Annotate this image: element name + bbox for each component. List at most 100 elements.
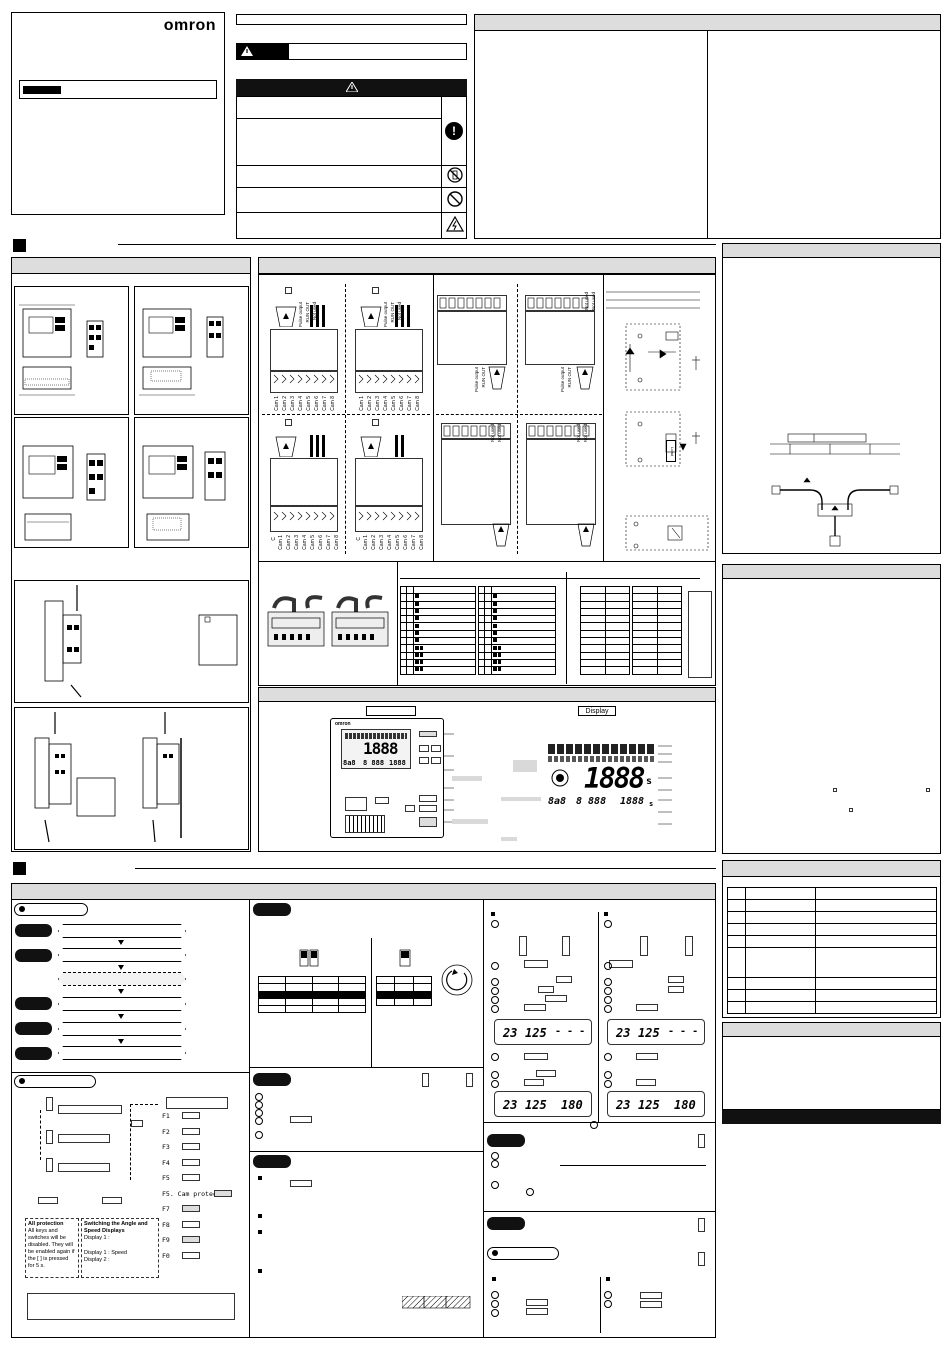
cable-connection-diagram (770, 433, 900, 547)
table-cell (632, 600, 658, 609)
display-panel (258, 687, 716, 852)
troubleshooting-panel (722, 860, 941, 1018)
table-cell (604, 593, 630, 602)
table-mark (492, 616, 497, 621)
key-left[interactable] (419, 757, 429, 764)
key-ent[interactable] (419, 805, 437, 812)
table-mark (414, 616, 419, 621)
table-cell (727, 887, 746, 900)
table-cell (311, 990, 340, 999)
operation-panel (11, 883, 716, 1338)
table-cell (490, 644, 557, 653)
input-ports-2 (360, 305, 410, 327)
table-mark (414, 594, 419, 599)
table-mark (414, 630, 419, 635)
input-ports-4 (360, 435, 404, 457)
output-port-5 (488, 366, 506, 390)
readout-1-left: 23 (503, 1026, 518, 1040)
table-cell (727, 1001, 746, 1014)
table-cell (375, 983, 396, 992)
function-item: F0 (162, 1251, 200, 1262)
output-port-8 (577, 523, 595, 547)
key-plus[interactable] (405, 805, 415, 812)
mode-screen-2 (58, 1134, 110, 1143)
sub-procedure-pill (487, 1247, 559, 1260)
device-front-drawing-4 (142, 445, 226, 541)
terminals-top-5 (439, 297, 501, 309)
side-labels-7: Not used Not used (490, 424, 502, 443)
terminal-block-2 (358, 374, 420, 384)
function-item-box (182, 1174, 200, 1181)
function-list-header (166, 1097, 228, 1109)
all-protection-note: All protection All keys and switches wil… (25, 1218, 79, 1278)
key-1[interactable] (419, 731, 437, 737)
mode-small-box (131, 1120, 143, 1127)
table-cell (284, 975, 313, 985)
readout-3-mid: 125 (525, 1098, 547, 1112)
switching-title: Switching the Angle and Speed Displays (84, 1221, 148, 1234)
function-item-box (182, 1127, 200, 1135)
table-cell (815, 923, 937, 936)
lcd-segment-display: 1888 s 8a8 8 888 1888 s (548, 742, 656, 814)
table-cell (399, 666, 408, 675)
drawing-2 (134, 286, 249, 415)
dip-switch-area[interactable] (345, 797, 367, 811)
table-cell (727, 947, 746, 978)
table-cell (490, 622, 557, 631)
table-cell (656, 585, 682, 595)
function-item-box (182, 1112, 200, 1119)
readout-2-mid: 125 (638, 1026, 660, 1040)
table-cell (632, 637, 658, 646)
mode-key[interactable] (375, 797, 389, 804)
table-mark (414, 601, 419, 606)
table-cell (632, 651, 658, 660)
table-cell (604, 651, 630, 660)
device-front-drawing (19, 304, 104, 396)
key-b[interactable] (102, 1197, 122, 1204)
wiring-table-4 (632, 585, 682, 675)
lcd-bargraph-top-2 (548, 756, 654, 762)
function-item: F9 (162, 1236, 200, 1246)
table-cell (490, 658, 557, 668)
table-cell (412, 983, 433, 992)
output-port-7 (492, 523, 510, 547)
table-mark (492, 638, 497, 643)
table-cell (258, 1005, 286, 1014)
lcd-callout-lines (658, 745, 672, 825)
step-optional-box (58, 972, 186, 986)
function-item: F4 (162, 1158, 200, 1169)
lcd-sub-right: 1888 (620, 796, 645, 807)
output-port-6 (576, 366, 594, 390)
mounting-side-view (44, 585, 238, 698)
key-up[interactable] (419, 745, 429, 752)
table-mark (414, 645, 423, 650)
table-cell (338, 1005, 366, 1014)
function-item-box (182, 1205, 200, 1212)
table-cell (375, 997, 396, 1007)
key-a[interactable] (38, 1197, 58, 1204)
mode-screen-3 (58, 1163, 110, 1172)
readout-panel-3: 23 125 180 (494, 1091, 592, 1117)
device-front-drawing-2 (139, 308, 224, 396)
table-cell (656, 629, 682, 639)
sw-key[interactable] (419, 795, 437, 802)
key-right[interactable] (431, 757, 441, 764)
table-cell (656, 622, 682, 631)
step-4-tag (15, 1022, 52, 1035)
drawing-1 (14, 286, 129, 415)
table-cell (311, 975, 340, 985)
footer-bar (722, 1110, 941, 1124)
table-cell (412, 637, 476, 646)
table-cell (604, 585, 630, 595)
table-cell (580, 658, 606, 668)
dimensions-header (12, 258, 250, 274)
table-cell (656, 644, 682, 653)
key-down[interactable] (431, 745, 441, 752)
terminal-block-1 (273, 374, 335, 384)
table-cell (338, 975, 366, 985)
function-item: F7 (162, 1205, 200, 1215)
table-cell (604, 600, 630, 609)
table-cell (580, 629, 606, 639)
switch-icon-3 (46, 1158, 53, 1172)
